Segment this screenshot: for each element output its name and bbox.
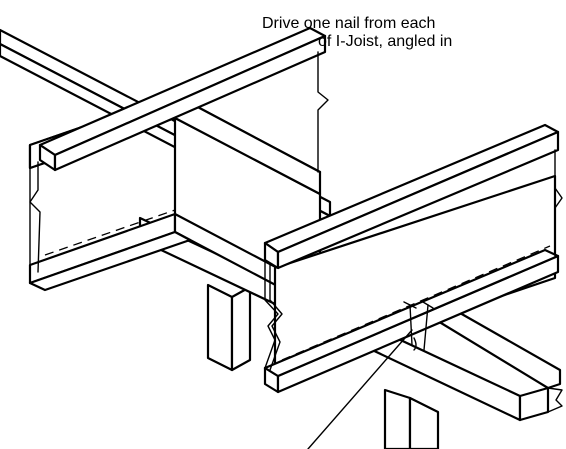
nail-pair bbox=[403, 301, 434, 351]
leader-line bbox=[307, 329, 413, 449]
support-post-front bbox=[383, 388, 440, 449]
annotation-line-2: of I-Joist, angled in bbox=[318, 33, 453, 50]
annotation-line-1: Drive one nail from each bbox=[262, 15, 436, 32]
front-i-joist bbox=[263, 123, 563, 394]
support-post-back bbox=[206, 283, 252, 372]
